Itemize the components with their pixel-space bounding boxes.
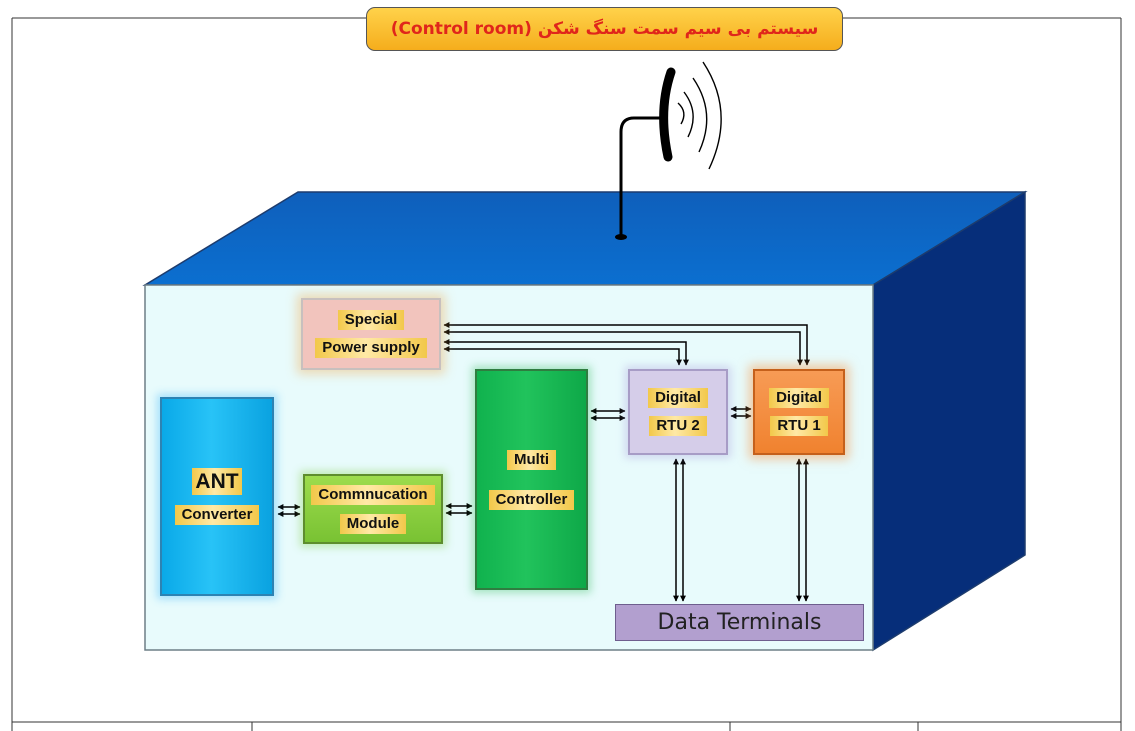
data-terminals-label: Data Terminals (657, 609, 822, 635)
digital-rtu-1-line2: RTU 1 (770, 416, 828, 436)
ant-converter-block: ANT Converter (160, 397, 274, 596)
digital-rtu-2-line1: Digital (648, 388, 708, 408)
digital-rtu-2-line2: RTU 2 (649, 416, 707, 436)
diagram-title: سیستم بی سیم سمت سنگ شکن (Control room) (366, 7, 843, 51)
signal-waves-icon (677, 61, 722, 170)
multi-controller-line1: Multi (507, 449, 556, 470)
digital-rtu-1-line1: Digital (769, 388, 829, 408)
communication-module-block: Commnucation Module (303, 474, 443, 544)
link-power-rtu1 (443, 322, 810, 366)
special-power-supply-line2: Power supply (315, 338, 427, 358)
antenna-icon (615, 67, 676, 240)
communication-module-line2: Module (339, 513, 407, 534)
page-frame (11, 17, 1122, 731)
ant-converter-line2: Converter (174, 505, 260, 525)
link-power-rtu2 (443, 339, 689, 366)
communication-module-line1: Commnucation (311, 484, 435, 505)
digital-rtu-2-block: Digital RTU 2 (628, 369, 728, 455)
cabinet-top-face (142, 191, 1028, 286)
connectors (277, 322, 810, 602)
multi-controller-block: Multi Controller (475, 369, 588, 590)
special-power-supply-block: Special Power supply (301, 298, 441, 370)
special-power-supply-line1: Special (337, 310, 405, 330)
multi-controller-line2: Controller (488, 489, 575, 510)
data-terminals-block: Data Terminals (615, 604, 864, 641)
digital-rtu-1-block: Digital RTU 1 (753, 369, 845, 455)
ant-converter-line1: ANT (192, 468, 242, 495)
